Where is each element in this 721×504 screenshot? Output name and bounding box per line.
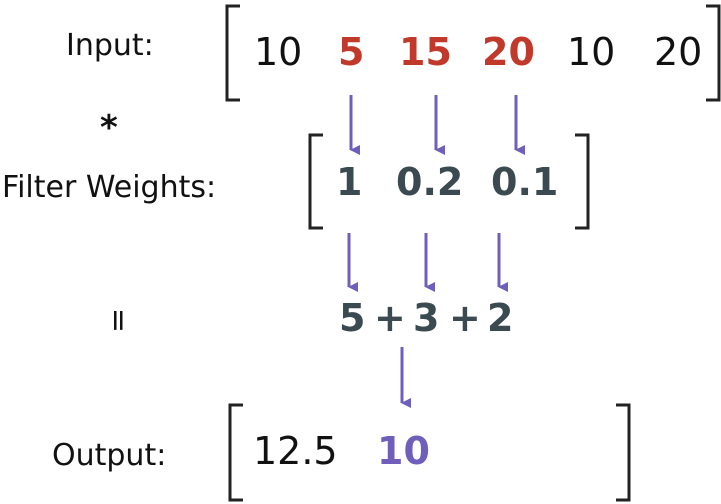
plus-2: + [449,296,481,340]
product-3: 2 [487,296,514,340]
output-left-bracket [228,403,243,502]
input-label: Input: [66,28,154,63]
equals-symbol: = [101,307,137,334]
input-value-6: 20 [654,30,703,74]
output-label: Output: [52,438,167,473]
input-value-4: 20 [482,30,535,74]
weight-1: 1 [336,160,363,204]
output-value-2: 10 [377,429,430,473]
input-value-3: 15 [399,30,452,74]
product-1: 5 [339,296,366,340]
weights-left-bracket [308,133,323,230]
input-value-2: 5 [338,30,365,74]
plus-1: + [374,296,406,340]
input-right-bracket [706,4,721,102]
input-left-bracket [225,4,240,102]
multiply-symbol: * [100,108,118,148]
filter-weights-label: Filter Weights: [2,170,217,205]
weight-3: 0.1 [491,160,559,204]
product-2: 3 [413,296,440,340]
weights-right-bracket [575,133,590,230]
input-value-5: 10 [567,30,616,74]
input-value-1: 10 [254,30,303,74]
output-value-1: 12.5 [253,429,338,473]
output-right-bracket [616,403,631,502]
weight-2: 0.2 [396,160,464,204]
